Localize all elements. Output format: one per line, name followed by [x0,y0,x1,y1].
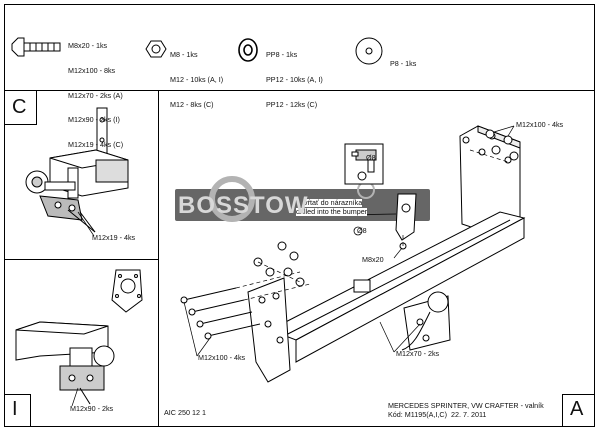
parts-flat-washers-list: P8 - 1ks [390,59,417,69]
panel-box-a [562,394,595,427]
vehicle-model: MERCEDES SPRINTER, VW CRAFTER - valník [388,401,544,410]
drawing-code: AIC 250 12 1 [164,408,206,417]
leader-lines [71,125,515,407]
parts-lock-washers-list: PP8 - 1ks PP12 - 10ks (A, I) PP12 - 12ks… [266,50,323,109]
panel-box-i [4,394,31,427]
drill-note-cz: vŕtať do nárazníka [304,198,363,208]
callout-a-ball-bolts: M12x70 - 2ks [396,349,440,358]
panel-c-illustration [25,107,129,233]
panel-i-illustration [15,269,143,405]
drill-diameter: Ø8 [366,153,376,162]
callout-a-top-bolts: M12x100 - 4ks [516,120,564,129]
panel-label-a: A [570,398,584,420]
document-code-date: Kód: M1195(A,I,C) 22. 7. 2011 [388,410,487,419]
watermark-text: BOSSTOW [178,192,309,219]
drill-diameter-hole: Ø8 [357,226,367,235]
drill-detail [344,143,384,185]
lock-washer-icon [238,38,258,62]
callout-a-small-bolt: M8x20 [362,255,384,264]
sheet-border [4,4,595,427]
panel-a-illustration [180,125,526,383]
drill-note-en: drilled into the bumper [296,207,368,217]
callout-c-bolts: M12x19 - 4ks [92,233,136,242]
construction-lines [235,149,509,301]
parts-bolts-list: M8x20 - 1ks M12x100 - 8ks M12x70 - 2ks (… [68,41,124,149]
panel-label-c: C [12,96,27,118]
parts-nuts-list: M8 - 1ks M12 - 10ks (A, I) M12 - 8ks (C) [170,50,224,109]
bolt-icon [11,37,61,57]
flat-washer-icon [355,37,383,65]
panel-box-c [4,90,37,125]
drill-hole-icon [353,226,363,236]
callout-i-bolts: M12x90 - 2ks [70,404,114,413]
nut-group-center [253,241,305,287]
callout-a-left-bolts: M12x100 - 4ks [198,353,246,362]
nut-icon [145,40,167,58]
bolt-group-left [180,287,261,340]
panel-label-i: I [12,398,18,420]
